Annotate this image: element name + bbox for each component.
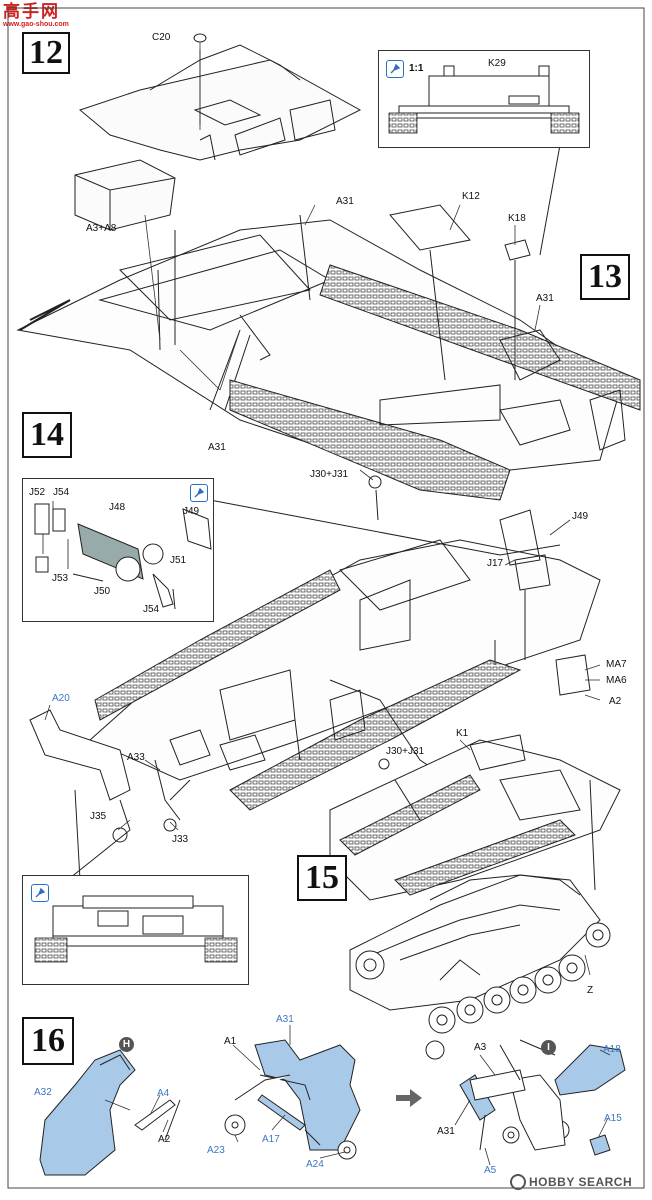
inset-front-drawing xyxy=(34,895,238,963)
step-13-box: 13 xyxy=(580,254,630,300)
hobby-search-text: HOBBY SEARCH xyxy=(529,1174,633,1189)
label-ma6: MA6 xyxy=(606,675,627,686)
label-k18: K18 xyxy=(508,213,526,224)
pin-icon xyxy=(386,60,404,78)
label-a31-left: A31 xyxy=(208,442,226,453)
step-13-number: 13 xyxy=(588,258,622,295)
inset-front-detail xyxy=(22,875,249,985)
label-j53: J53 xyxy=(52,573,69,584)
step-12-box: 12 xyxy=(22,32,70,74)
label-a15: A15 xyxy=(604,1113,622,1124)
label-j49-inset: J49 xyxy=(183,506,200,517)
step-14-number: 14 xyxy=(30,416,64,453)
inset-j48-detail xyxy=(22,478,214,622)
label-a18: A18 xyxy=(603,1044,621,1055)
step-15-box: 15 xyxy=(297,855,347,901)
label-j51: J51 xyxy=(170,555,187,566)
pin-icon xyxy=(190,484,208,502)
sub-step-h-tag: H xyxy=(119,1037,134,1052)
sub-step-i-tag: I xyxy=(541,1040,556,1055)
label-j52: J52 xyxy=(29,487,46,498)
label-a1: A1 xyxy=(224,1036,237,1047)
label-a4: A4 xyxy=(157,1088,170,1099)
label-ma7: MA7 xyxy=(606,659,627,670)
label-c20: C20 xyxy=(152,32,171,43)
step-15-number: 15 xyxy=(305,859,339,896)
label-j48: J48 xyxy=(109,502,126,513)
inset-j48-drawing xyxy=(34,501,212,610)
label-a3: A3 xyxy=(474,1042,487,1053)
label-a2-mid: A2 xyxy=(609,696,622,707)
hobby-search-icon xyxy=(510,1173,526,1190)
hobby-search-logo: HOBBY SEARCH xyxy=(510,1173,632,1191)
label-j33: J33 xyxy=(172,834,189,845)
label-a31-top: A31 xyxy=(336,196,354,207)
label-k29: K29 xyxy=(488,58,506,69)
pin-icon xyxy=(31,884,49,902)
label-j54-b: J54 xyxy=(143,604,160,615)
label-a24: A24 xyxy=(306,1159,324,1170)
label-k12: K12 xyxy=(462,191,480,202)
label-a23: A23 xyxy=(207,1145,225,1156)
watermark-title: 高手网 xyxy=(3,2,60,21)
label-j49: J49 xyxy=(572,511,589,522)
label-j30j31-b: J30+J31 xyxy=(386,746,425,757)
label-a31-low2: A31 xyxy=(437,1126,455,1137)
label-a33: A33 xyxy=(127,752,145,763)
label-k1: K1 xyxy=(456,728,469,739)
inset-k29-detail: 1:1 xyxy=(378,50,590,148)
label-j35: J35 xyxy=(90,811,107,822)
label-a20: A20 xyxy=(52,693,70,704)
label-z: Z xyxy=(587,985,594,996)
step-14-box: 14 xyxy=(22,412,72,458)
label-a5: A5 xyxy=(484,1165,497,1176)
step-16-number: 16 xyxy=(31,1022,65,1059)
inset-k29-drawing xyxy=(388,65,580,134)
label-a32: A32 xyxy=(34,1087,52,1098)
label-j50: J50 xyxy=(94,586,111,597)
scale-label: 1:1 xyxy=(409,63,424,74)
label-a31-right: A31 xyxy=(536,293,554,304)
label-j54-a: J54 xyxy=(53,487,70,498)
label-a2-low: A2 xyxy=(158,1134,171,1145)
label-j17: J17 xyxy=(487,558,504,569)
label-j30j31-a: J30+J31 xyxy=(310,469,349,480)
label-a17: A17 xyxy=(262,1134,280,1145)
step-12-number: 12 xyxy=(29,34,63,71)
watermark-url: www.gao-shou.com xyxy=(3,21,69,28)
label-a31-low: A31 xyxy=(276,1014,294,1025)
label-a3a8: A3+A8 xyxy=(86,223,117,234)
step-16-box: 16 xyxy=(22,1017,74,1065)
watermark-logo: 高手网 www.gao-shou.com xyxy=(3,2,73,29)
